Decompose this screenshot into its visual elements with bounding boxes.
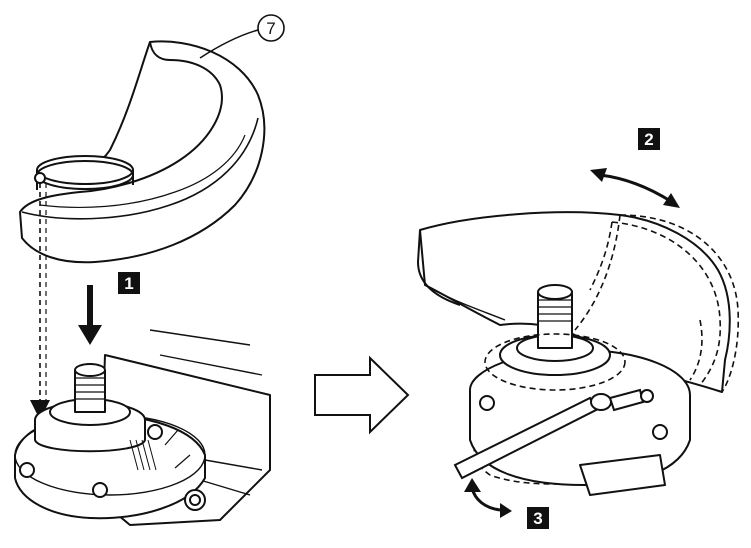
step3-rotate-arrow: [464, 478, 512, 518]
step2-rotate-arrow: [590, 168, 680, 208]
grinder-head-left: [14, 329, 271, 526]
screwdriver: [453, 388, 654, 480]
step2-label-box: 2: [638, 128, 660, 150]
step1-label: 1: [124, 274, 133, 293]
transition-arrow: [314, 355, 410, 435]
guard-exploded: [19, 40, 266, 264]
step1-label-box: 1: [118, 272, 140, 294]
step3-label-box: 3: [527, 507, 549, 529]
guard-assembled: [417, 211, 731, 393]
step2-label: 2: [644, 130, 653, 149]
callout-leader: [199, 29, 259, 59]
housing-hatch: [129, 439, 157, 471]
part-callout-circle: [257, 14, 285, 42]
part-callout-label: 7: [266, 19, 275, 38]
collar-dashed: [484, 333, 626, 391]
step3-label: 3: [533, 509, 542, 528]
